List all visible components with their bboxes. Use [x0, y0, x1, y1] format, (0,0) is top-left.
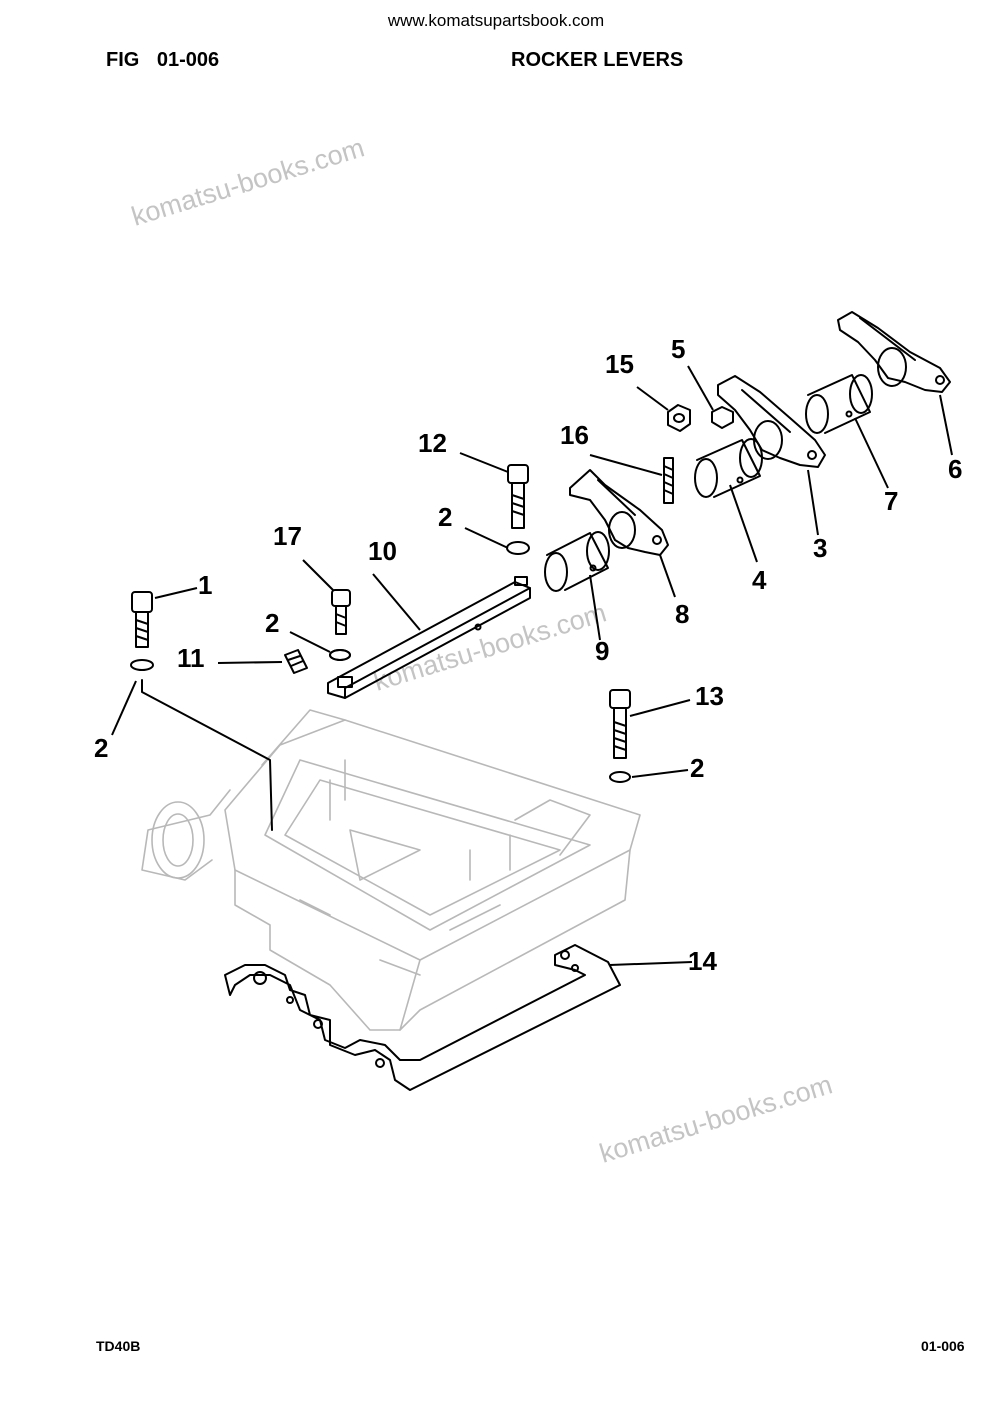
callout-12: 12: [418, 428, 447, 458]
bushing-4: [694, 438, 763, 498]
figure-title: ROCKER LEVERS: [511, 49, 684, 71]
leader-lines: [111, 365, 953, 966]
rocker-arm-8: [569, 469, 669, 556]
callout-4: 4: [752, 565, 767, 595]
callout-2-d: 2: [690, 753, 704, 783]
callout-17: 17: [273, 521, 302, 551]
callout-6: 6: [948, 454, 962, 484]
rocker-shaft: [327, 576, 531, 699]
bolt-13: [609, 689, 631, 783]
nut-15: [667, 404, 691, 432]
footer-model: TD40B: [96, 1338, 141, 1354]
callout-16: 16: [560, 420, 589, 450]
rocker-arm-6: [837, 311, 951, 393]
figure-number: FIG 01-006: [106, 49, 220, 71]
callout-11: 11: [177, 643, 205, 673]
callout-7: 7: [884, 486, 898, 516]
rocker-arm-3: [717, 375, 826, 468]
rocker-cover-housing: [141, 709, 641, 1031]
callout-3: 3: [813, 533, 827, 563]
callout-8: 8: [675, 599, 689, 629]
site-url[interactable]: www.komatsupartsbook.com: [387, 11, 605, 30]
callout-10: 10: [368, 536, 397, 566]
callout-5: 5: [671, 334, 685, 364]
footer-page-number: 01-006: [921, 1338, 965, 1354]
bushing-9: [544, 531, 610, 592]
bolt-1: [130, 591, 273, 831]
callout-9: 9: [595, 636, 609, 666]
plug-11: [284, 649, 308, 674]
cap-5: [711, 406, 734, 429]
gasket: [224, 944, 621, 1091]
callout-1: 1: [198, 570, 212, 600]
bushing-7: [805, 374, 873, 434]
callout-13: 13: [695, 681, 724, 711]
callout-15: 15: [605, 349, 634, 379]
callout-2-b: 2: [265, 608, 279, 638]
bolt-12: [506, 464, 530, 555]
callout-14: 14: [688, 946, 717, 976]
callout-2-c: 2: [438, 502, 452, 532]
callout-2-a: 2: [94, 733, 108, 763]
washer-2: [329, 649, 351, 661]
stud-16: [663, 457, 674, 504]
